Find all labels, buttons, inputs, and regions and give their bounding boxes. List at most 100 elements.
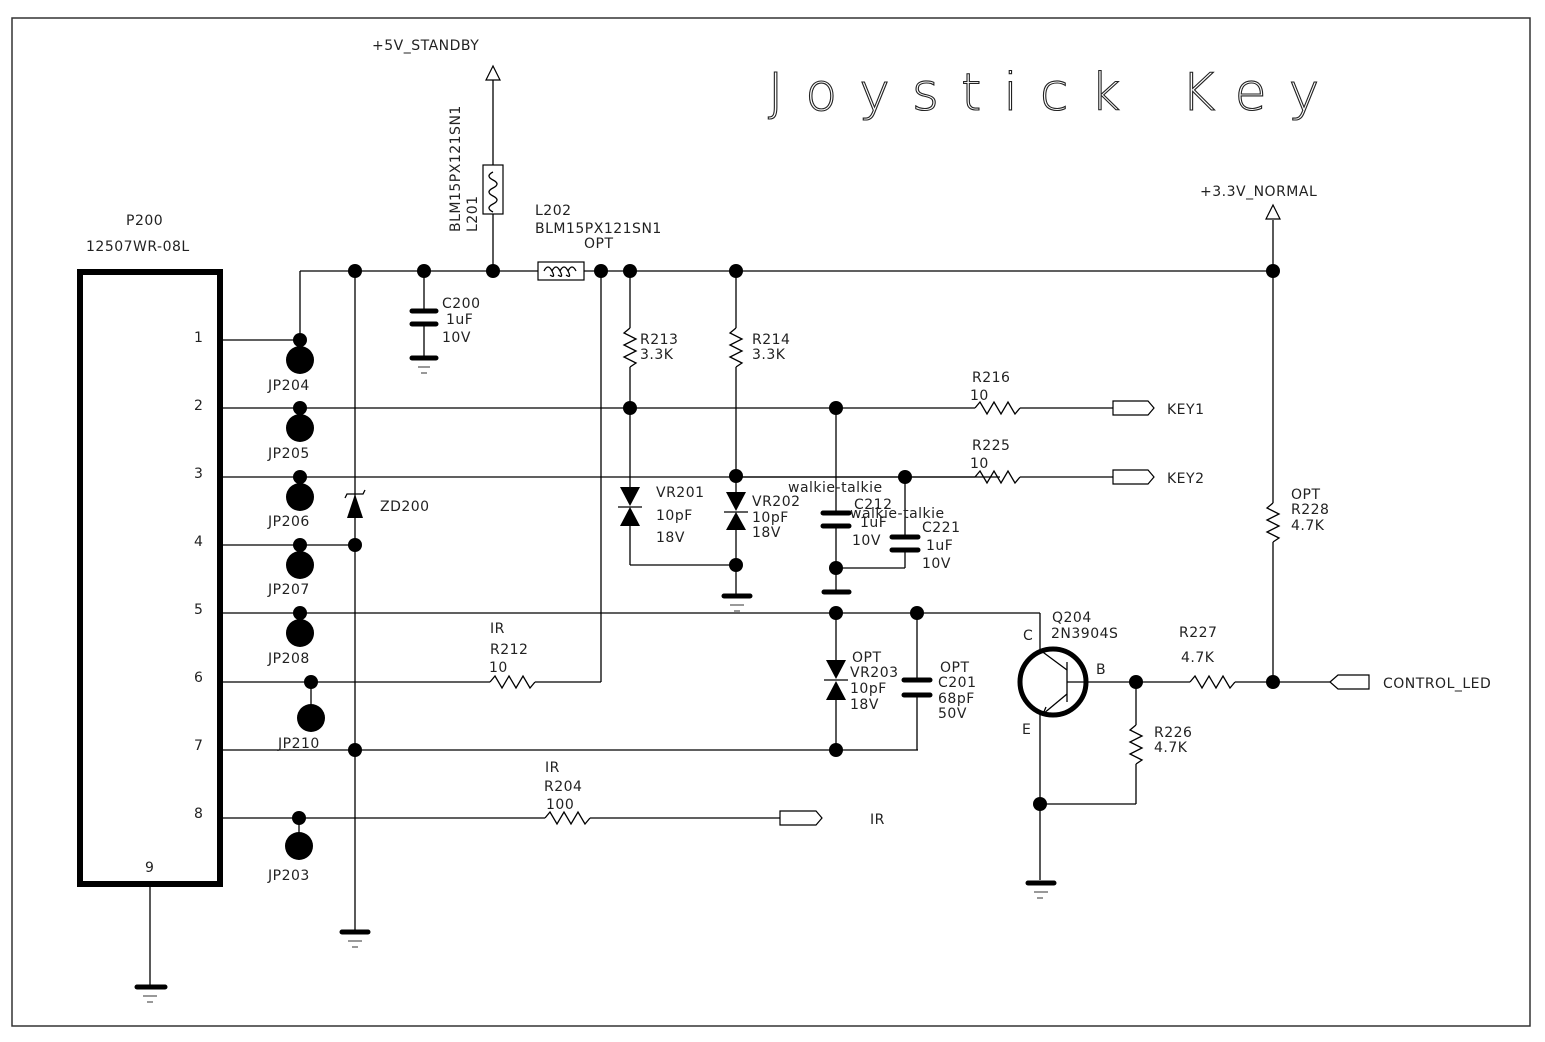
pin-label-1: 1 xyxy=(194,330,203,346)
c221-note: walkie-talkie xyxy=(850,506,945,522)
junction xyxy=(829,743,843,757)
q204-pin-e: E xyxy=(1022,722,1031,738)
capacitor-c221[interactable]: walkie-talkie C221 1uF 10V xyxy=(850,506,961,572)
r214-ref: R214 xyxy=(752,332,790,348)
resistor-r226[interactable]: R226 4.7K xyxy=(1128,724,1192,765)
r204-value: 100 xyxy=(546,797,574,813)
r212-note: IR xyxy=(490,621,505,637)
r212-value: 10 xyxy=(489,660,508,676)
port-key2[interactable]: KEY2 xyxy=(1112,469,1205,487)
varistor-vr201[interactable]: VR201 10pF 18V xyxy=(618,485,705,546)
resistor-r212[interactable]: IR R212 10 xyxy=(489,621,536,690)
l201-value: BLM15PX121SN1 xyxy=(448,105,464,232)
r225-ref: R225 xyxy=(972,438,1010,454)
resistor-r228[interactable]: OPT R228 4.7K xyxy=(1265,487,1329,543)
l202-ref: L202 xyxy=(535,203,572,219)
port-ir[interactable]: IR xyxy=(779,810,885,828)
inductor-l202[interactable]: L202 BLM15PX121SN1 OPT xyxy=(535,203,662,281)
varistor-vr203[interactable]: OPT VR203 10pF 18V xyxy=(824,650,899,713)
q204-ref: Q204 xyxy=(1052,610,1092,626)
c212-note: walkie-talkie xyxy=(788,480,883,496)
c212-rating: 10V xyxy=(852,533,881,549)
vr201-ref: VR201 xyxy=(656,485,705,501)
jumper-jp206[interactable]: JP206 xyxy=(267,470,314,530)
c200-value: 1uF xyxy=(446,312,473,328)
junction xyxy=(348,264,362,278)
c200-ref: C200 xyxy=(442,296,481,312)
vr203-value: 10pF xyxy=(850,681,887,697)
r228-value: 4.7K xyxy=(1291,518,1325,534)
junction xyxy=(623,401,637,415)
r228-ref: R228 xyxy=(1291,502,1329,518)
q204-pin-b: B xyxy=(1096,662,1106,678)
jumper-jp208[interactable]: JP208 xyxy=(267,606,314,667)
q204-part: 2N3904S xyxy=(1051,626,1118,642)
connector-p200[interactable]: P200 12507WR-08L 1 2 3 4 5 6 7 8 9 xyxy=(77,213,223,887)
r213-value: 3.3K xyxy=(640,347,674,363)
jp204-label: JP204 xyxy=(267,378,310,394)
r226-value: 4.7K xyxy=(1154,740,1188,756)
sheet-title: Joystick Key xyxy=(768,63,1341,123)
port-key1[interactable]: KEY1 xyxy=(1112,400,1205,418)
resistor-r204[interactable]: IR R204 100 xyxy=(544,760,591,826)
l201-ref: L201 xyxy=(465,195,481,232)
jumper-jp203[interactable]: JP203 xyxy=(267,811,313,884)
jp203-label: JP203 xyxy=(267,868,310,884)
r204-ref: R204 xyxy=(544,779,582,795)
vr202-value: 10pF xyxy=(752,510,789,526)
resistor-r214[interactable]: R214 3.3K xyxy=(728,327,790,368)
vr202-rating: 18V xyxy=(752,525,781,541)
rail-5v-standby: +5V_STANDBY xyxy=(372,38,479,54)
port-control-led[interactable]: CONTROL_LED xyxy=(1329,674,1491,692)
c212-value: 1uF xyxy=(860,515,887,531)
c201-opt: OPT xyxy=(940,660,970,676)
r216-ref: R216 xyxy=(972,370,1010,386)
vr201-value: 10pF xyxy=(656,508,693,524)
junction xyxy=(348,538,362,552)
sheet-frame xyxy=(11,17,1531,1027)
capacitor-c200[interactable]: C200 1uF 10V xyxy=(409,271,481,374)
r216-value: 10 xyxy=(970,388,989,404)
resistor-r227[interactable]: R227 4.7K xyxy=(1179,625,1236,690)
zd200-ref: ZD200 xyxy=(380,499,430,515)
junction xyxy=(348,743,362,757)
r213-ref: R213 xyxy=(640,332,678,348)
pin-label-6: 6 xyxy=(194,670,203,686)
jp210-label: JP210 xyxy=(277,736,320,752)
pin-label-9: 9 xyxy=(145,860,154,876)
ground-icon xyxy=(721,593,753,612)
resistor-r216[interactable]: R216 10 xyxy=(970,370,1021,416)
varistor-vr202[interactable]: VR202 10pF 18V xyxy=(724,492,801,541)
jumper-jp205[interactable]: JP205 xyxy=(267,401,314,462)
vr203-opt: OPT xyxy=(852,650,882,666)
jumper-jp210[interactable]: JP210 xyxy=(277,675,325,752)
jp206-label: JP206 xyxy=(267,514,310,530)
zener-zd200[interactable]: ZD200 xyxy=(344,489,430,518)
port-control-led-label: CONTROL_LED xyxy=(1383,676,1491,692)
q204-pin-c: C xyxy=(1023,628,1033,644)
r212-ref: R212 xyxy=(490,642,528,658)
capacitor-c212[interactable]: walkie-talkie C212 1uF 10V xyxy=(788,480,893,549)
resistor-r213[interactable]: R213 3.3K xyxy=(622,327,678,368)
c221-value: 1uF xyxy=(926,538,953,554)
vr203-ref: VR203 xyxy=(850,665,899,681)
c201-ref: C201 xyxy=(938,675,977,691)
jumper-jp204[interactable]: JP204 xyxy=(267,333,314,394)
transistor-q204[interactable]: Q204 2N3904S C B E xyxy=(1017,610,1118,738)
jumper-jp207[interactable]: JP207 xyxy=(267,538,314,598)
junction xyxy=(729,469,743,483)
c212-ref: C212 xyxy=(854,497,893,513)
pin-label-8: 8 xyxy=(194,806,203,822)
r226-ref: R226 xyxy=(1154,725,1192,741)
pin-label-3: 3 xyxy=(194,466,203,482)
inductor-l201[interactable]: BLM15PX121SN1 L201 xyxy=(448,105,504,232)
pin-label-7: 7 xyxy=(194,738,203,754)
port-ir-label: IR xyxy=(870,812,885,828)
r214-value: 3.3K xyxy=(752,347,786,363)
connector-ref: P200 xyxy=(126,213,163,229)
resistor-r225[interactable]: R225 10 xyxy=(970,438,1021,485)
ground-icon xyxy=(1025,880,1057,899)
capacitor-c201[interactable]: OPT C201 68pF 50V xyxy=(901,660,977,722)
r227-value: 4.7K xyxy=(1181,650,1215,666)
